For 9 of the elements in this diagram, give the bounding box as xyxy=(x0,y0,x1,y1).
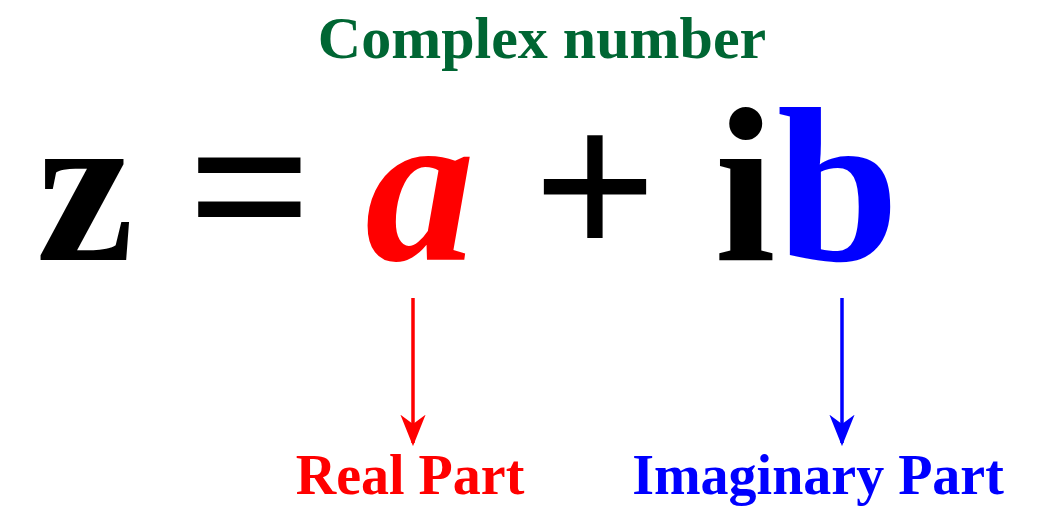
formula-symbol: = xyxy=(187,76,313,296)
part-label: Real Part xyxy=(295,447,525,503)
arrow xyxy=(400,298,426,447)
formula-symbol: b xyxy=(776,76,900,296)
arrow xyxy=(829,298,855,447)
formula-symbol: a xyxy=(365,76,475,296)
formula-symbol: z xyxy=(36,76,134,296)
formula-symbol: i xyxy=(714,76,776,296)
formula-symbol: + xyxy=(532,76,658,296)
